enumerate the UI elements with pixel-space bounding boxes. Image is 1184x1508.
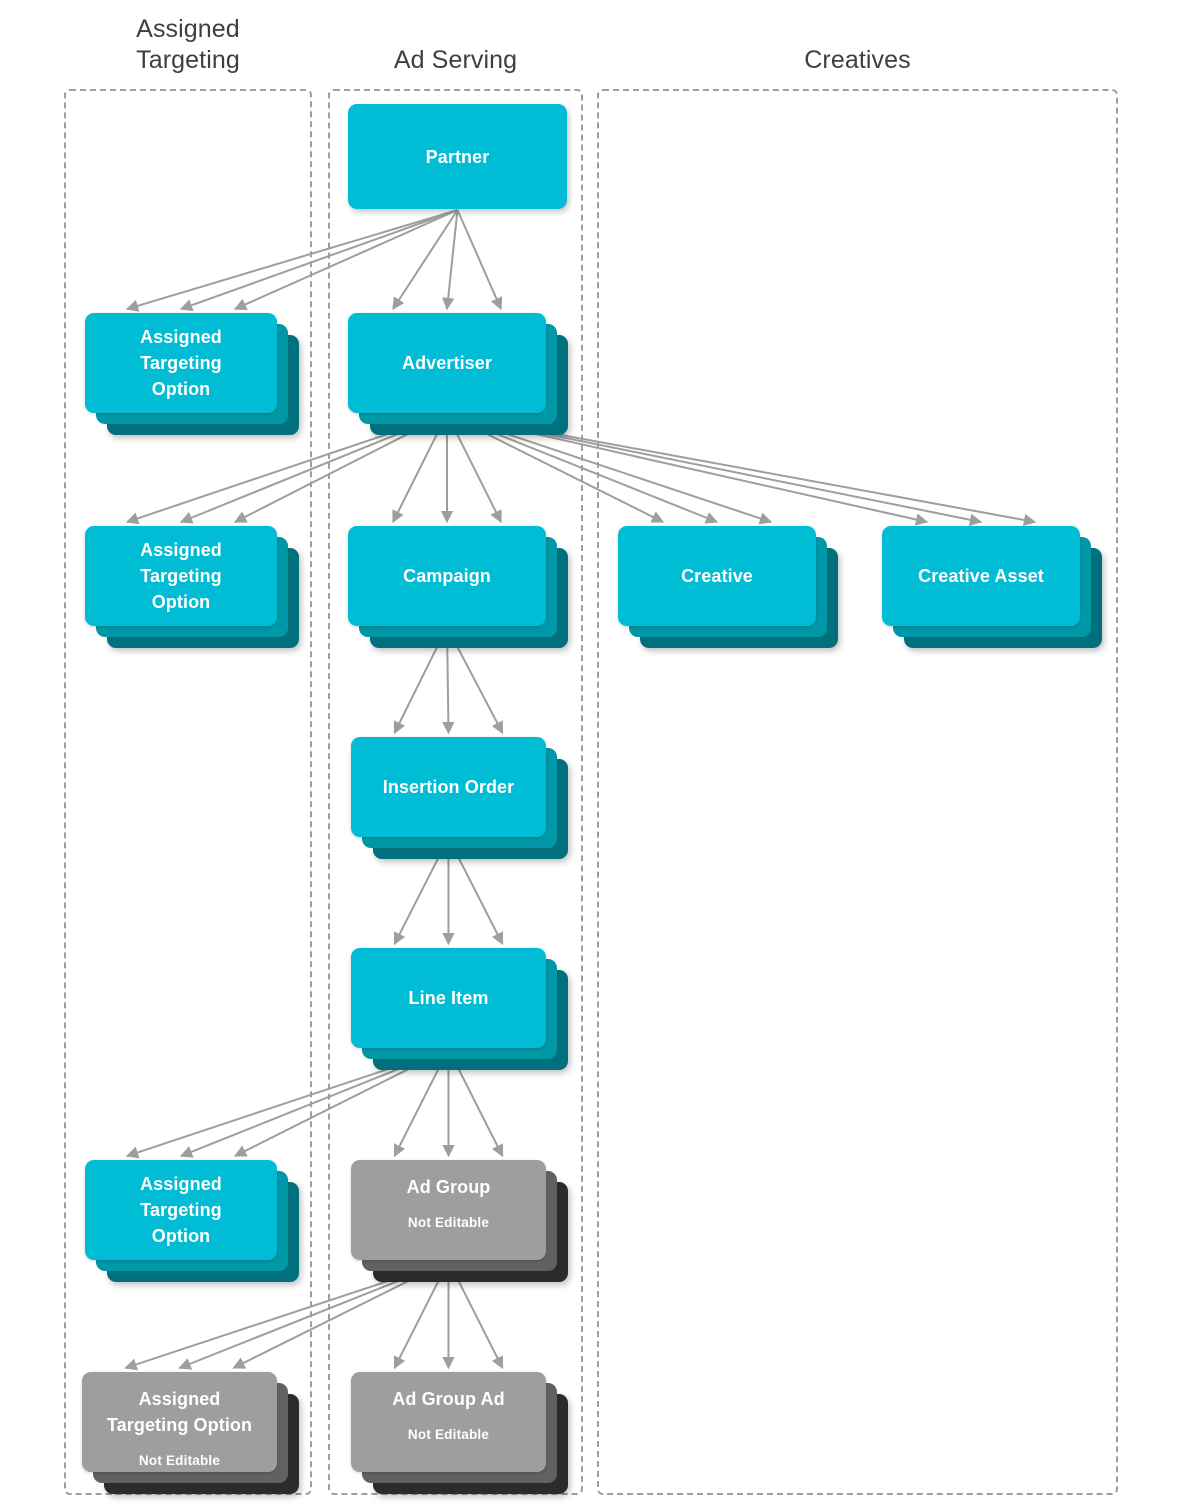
node-ato-advertiser[interactable]: Assigned Targeting Option [85, 526, 299, 648]
column-group-assigned-targeting [64, 89, 312, 1495]
node-status-badge: Not Editable [407, 1427, 490, 1442]
column-group-creatives [597, 89, 1118, 1495]
node-creative-asset[interactable]: Creative Asset [882, 526, 1102, 648]
node-title: Partner [425, 146, 490, 167]
node-title: Assigned Targeting Option [106, 1389, 253, 1435]
node-line-item[interactable]: Line Item [351, 948, 568, 1070]
node-card-ad-group-ad[interactable]: Ad Group Ad Not Editable [351, 1372, 546, 1472]
node-card-insertion-order[interactable]: Insertion Order [351, 737, 546, 837]
node-insertion-order[interactable]: Insertion Order [351, 737, 568, 859]
node-card-line-item[interactable]: Line Item [351, 948, 546, 1048]
column-header-assigned-targeting: Assigned Targeting [136, 15, 240, 74]
node-creative[interactable]: Creative [618, 526, 838, 648]
node-title: Creative Asset [918, 566, 1044, 586]
node-title: Assigned Targeting Option [140, 540, 222, 612]
node-title: Ad Group Ad [392, 1389, 505, 1409]
node-title: Campaign [403, 566, 491, 586]
node-card-partner[interactable]: Partner [348, 104, 567, 209]
column-header-ad-serving: Ad Serving [393, 46, 518, 74]
node-title: Advertiser [401, 353, 493, 373]
node-card-ato-partner[interactable]: Assigned Targeting Option [85, 313, 277, 413]
node-title: Insertion Order [382, 777, 515, 797]
node-status-badge: Not Editable [407, 1215, 490, 1230]
node-ad-group-ad[interactable]: Ad Group Ad Not Editable [351, 1372, 568, 1494]
node-title: Assigned Targeting Option [140, 327, 222, 399]
node-campaign[interactable]: Campaign [348, 526, 568, 648]
node-card-campaign[interactable]: Campaign [348, 526, 546, 626]
node-card-ato-lineitem[interactable]: Assigned Targeting Option [85, 1160, 277, 1260]
node-ato-partner[interactable]: Assigned Targeting Option [85, 313, 299, 435]
node-card-creative-asset[interactable]: Creative Asset [882, 526, 1080, 626]
column-header-creatives: Creatives [804, 46, 911, 74]
column-group-ad-serving [328, 89, 583, 1495]
node-title: Creative [681, 566, 753, 586]
node-card-creative[interactable]: Creative [618, 526, 816, 626]
node-card-ato-advertiser[interactable]: Assigned Targeting Option [85, 526, 277, 626]
node-partner[interactable]: Partner [348, 104, 567, 209]
node-title: Assigned Targeting Option [140, 1174, 222, 1246]
node-title: Ad Group [406, 1177, 491, 1197]
node-advertiser[interactable]: Advertiser [348, 313, 568, 435]
node-status-badge: Not Editable [138, 1453, 221, 1468]
node-ato-lineitem[interactable]: Assigned Targeting Option [85, 1160, 299, 1282]
node-card-advertiser[interactable]: Advertiser [348, 313, 546, 413]
node-title: Line Item [408, 988, 489, 1008]
